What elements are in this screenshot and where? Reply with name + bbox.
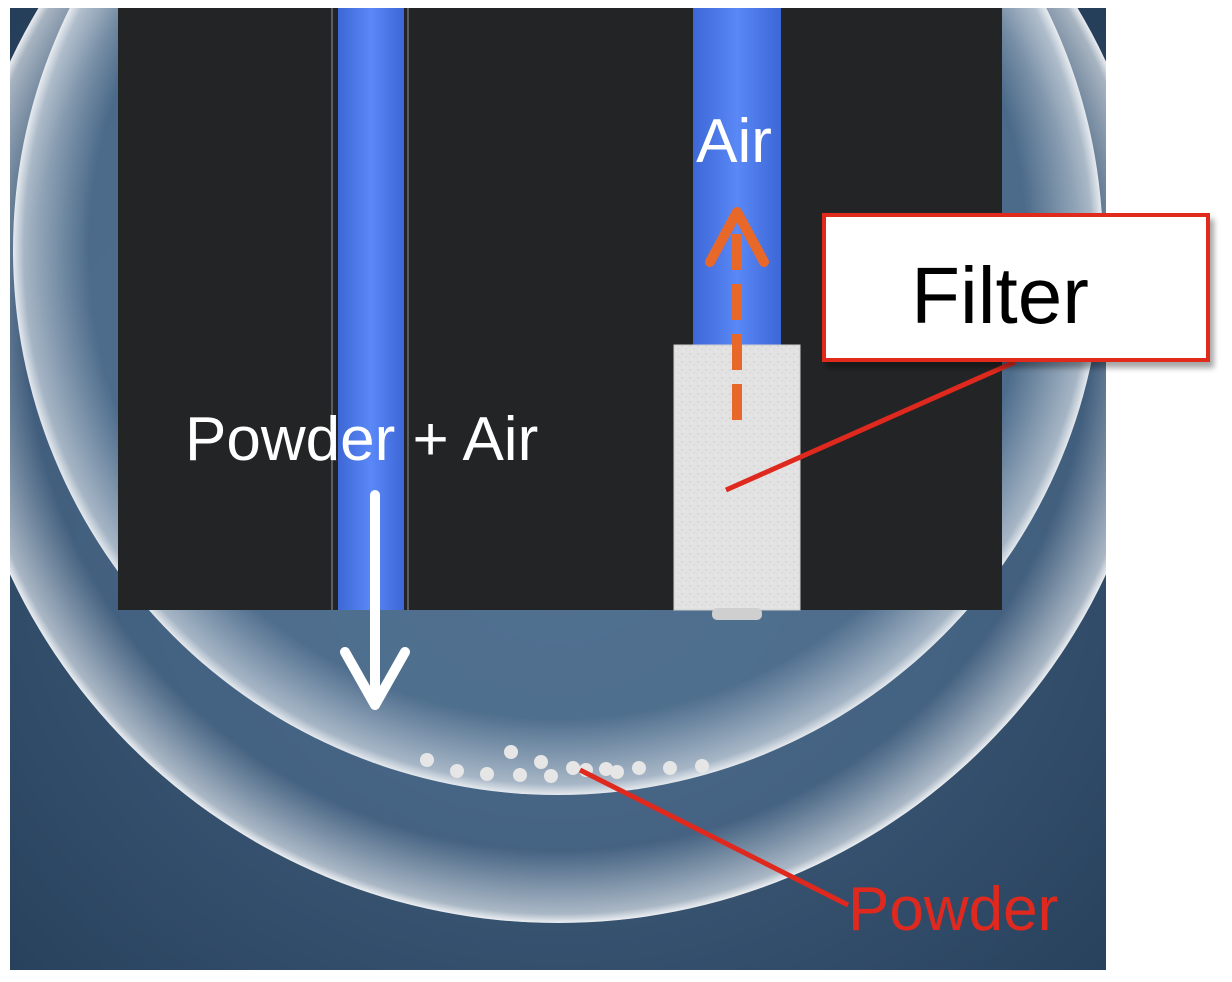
air-label: Air <box>696 107 772 176</box>
housing-block-left <box>118 8 338 610</box>
dashed-up-arrow-icon <box>705 207 769 420</box>
powder-label: Powder <box>848 875 1058 944</box>
down-arrow-icon <box>340 490 410 710</box>
filter-callout-line <box>724 359 1017 493</box>
filter-foot <box>712 608 762 620</box>
powder-callout-line <box>578 767 850 908</box>
powder-particles <box>420 745 709 783</box>
filter-callout-box <box>822 213 1210 362</box>
powder-air-label: Powder + Air <box>185 405 538 474</box>
filter-label: Filter <box>911 251 1089 340</box>
housing-block-middle <box>404 8 696 610</box>
